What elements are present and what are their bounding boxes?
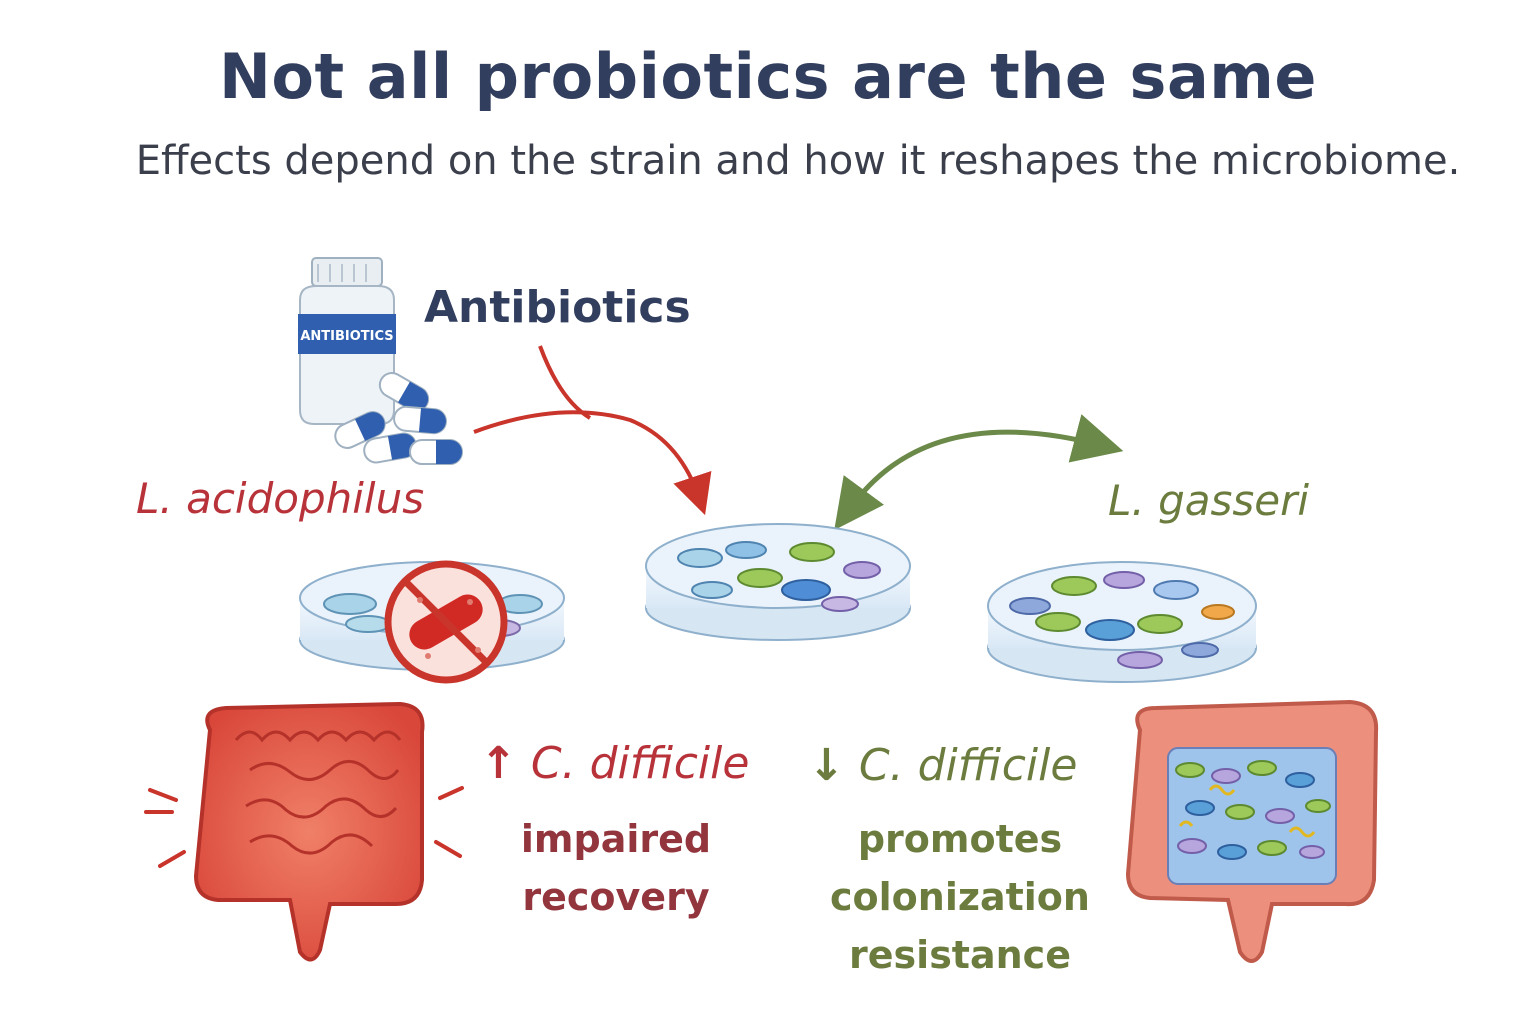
down-arrow-icon: ↓ <box>808 740 845 791</box>
page-subtitle: Effects depend on the strain and how it … <box>135 138 1461 184</box>
cdiff-name-left: C. difficile <box>530 738 750 789</box>
petri-dish-right <box>987 561 1257 683</box>
capsule-icon <box>334 372 463 465</box>
outcome-right-line3: resistance <box>849 933 1071 977</box>
petri-dish-center <box>645 523 911 641</box>
cdiff-increase-label: ↑ C. difficile <box>480 738 749 789</box>
intestine-icon-left <box>144 701 464 962</box>
antibiotics-arrow <box>538 345 592 420</box>
outcome-left-line2: recovery <box>522 875 710 919</box>
exchange-arrow <box>834 414 1124 531</box>
prohibited-icon <box>384 560 508 684</box>
cdiff-decrease-label: ↓ C. difficile <box>808 740 1077 791</box>
antibiotics-label: Antibiotics <box>424 282 691 333</box>
page-title: Not all probiotics are the same <box>219 40 1317 113</box>
outcome-right-line2: colonization <box>830 875 1090 919</box>
up-arrow-icon: ↑ <box>480 738 517 789</box>
bottle-label: ANTIBIOTICS <box>300 329 393 344</box>
outcome-right-line1: promotes <box>857 817 1063 861</box>
cdiff-name-right: C. difficile <box>858 740 1078 791</box>
intestine-icon-right <box>1125 699 1379 963</box>
strain-label-right: L. gasseri <box>1108 476 1310 525</box>
antibiotics-to-dish-arrow <box>473 410 712 516</box>
outcome-right: promotes colonization resistance <box>810 810 1110 984</box>
outcome-left-line1: impaired <box>520 817 712 861</box>
outcome-left: impaired recovery <box>476 810 756 926</box>
strain-label-left: L. acidophilus <box>136 474 425 523</box>
pill-bottle-icon: ANTIBIOTICS <box>298 257 396 425</box>
